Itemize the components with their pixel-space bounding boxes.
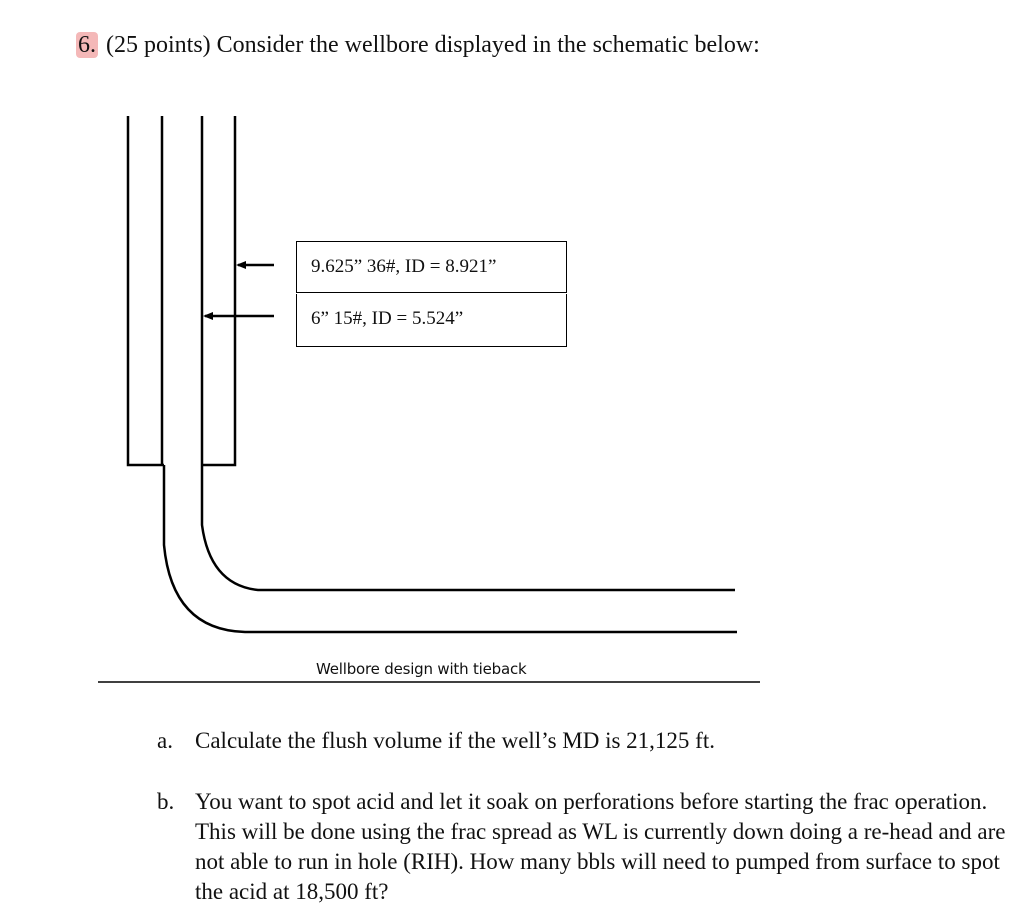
part-a: a. Calculate the flush volume if the wel… (157, 726, 715, 756)
question-number: 6. (76, 32, 98, 58)
part-a-marker: a. (157, 728, 173, 753)
outer-casing-label: 9.625” 36#, ID = 8.921” (296, 241, 567, 293)
schematic-caption: Wellbore design with tieback (316, 660, 527, 678)
lateral-outer-wall (162, 465, 737, 634)
outer-casing-right-wall (202, 116, 237, 467)
question-prompt: (25 points) Consider the wellbore displa… (106, 32, 760, 58)
part-a-text: Calculate the flush volume if the well’s… (195, 728, 715, 753)
inner-casing-label: 6” 15#, ID = 5.524” (296, 294, 567, 347)
lateral-inner-wall (200, 465, 735, 592)
part-b-text: You want to spot acid and let it soak on… (195, 789, 1006, 904)
arrowhead-outer-casing (236, 261, 246, 269)
part-b-marker: b. (157, 789, 175, 814)
arrowhead-inner-casing (203, 312, 213, 320)
question-header: 6. (25 points) Consider the wellbore disp… (76, 30, 760, 60)
part-b: b. You want to spot acid and let it soak… (157, 787, 1020, 907)
outer-casing-left-wall (126, 116, 164, 467)
